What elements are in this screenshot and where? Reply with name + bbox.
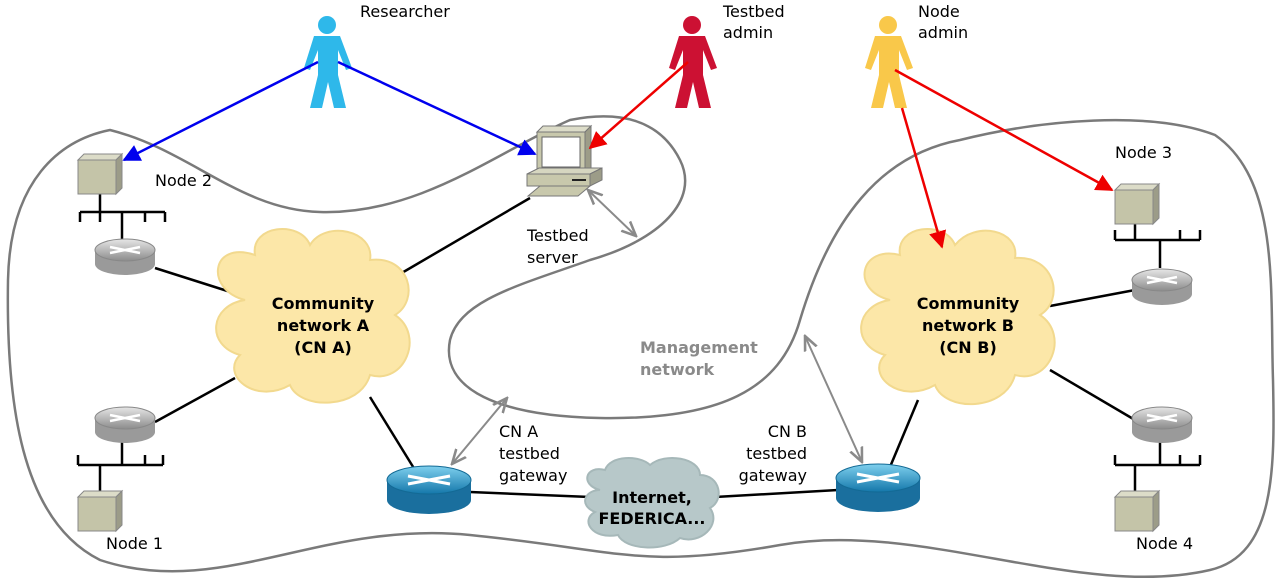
node-admin-label-line1: Node: [918, 2, 960, 21]
node-admin-person: [865, 16, 913, 108]
gateway-b-label-line2: testbed: [746, 444, 807, 463]
router-node2: [94, 238, 156, 275]
testbed-admin-label-line1: Testbed: [722, 2, 785, 21]
cn-b-label-line2: network B: [922, 316, 1014, 335]
router-node4: [1131, 406, 1193, 443]
cn-a-label-line3: (CN A): [294, 338, 352, 357]
gateway-router-b: [835, 463, 921, 512]
node1-box: [76, 489, 124, 533]
node-admin-label-line2: admin: [918, 23, 968, 42]
internet-label-line1: Internet,: [612, 488, 692, 507]
cloud-internet: Internet, FEDERICA...: [584, 457, 720, 549]
cn-b-label-line1: Community: [917, 294, 1020, 313]
node3-label: Node 3: [1115, 143, 1172, 162]
management-arrows: [452, 190, 862, 464]
cloud-cn-b: Community network B (CN B): [860, 228, 1056, 405]
gateway-router-a: [386, 465, 472, 514]
researcher-label: Researcher: [360, 2, 450, 21]
node3-box: [1113, 182, 1161, 226]
management-network-label-line2: network: [640, 360, 715, 379]
cloud-cn-a: Community network A (CN A): [215, 228, 411, 404]
testbed-server-label-line1: Testbed: [526, 226, 589, 245]
researcher-arrows: [122, 60, 537, 162]
node4-box: [1113, 489, 1161, 533]
gateway-a-label-line3: gateway: [499, 466, 567, 485]
node2-box: [76, 152, 124, 196]
researcher-person: [304, 16, 352, 108]
gateway-b-label-line1: CN B: [768, 422, 807, 441]
management-network-label-line1: Management: [640, 338, 758, 357]
node1-label: Node 1: [106, 534, 163, 553]
gateway-b-label-line3: gateway: [739, 466, 807, 485]
gateway-a-label-line2: testbed: [499, 444, 560, 463]
cn-a-label-line2: network A: [277, 316, 370, 335]
testbed-outline: [6, 115, 1275, 578]
cn-a-label-line1: Community: [272, 294, 375, 313]
router-node1: [94, 406, 156, 443]
node2-label: Node 2: [155, 171, 212, 190]
network-links: [76, 192, 1202, 499]
cn-b-label-line3: (CN B): [939, 338, 997, 357]
testbed-server-label-line2: server: [527, 248, 578, 267]
router-node3: [1131, 268, 1193, 305]
testbed-admin-person: [669, 16, 717, 108]
admin-arrows: [588, 61, 1114, 249]
gateway-a-label-line1: CN A: [499, 422, 538, 441]
testbed-server-computer: [526, 124, 603, 197]
internet-label-line2: FEDERICA...: [599, 509, 706, 528]
node4-label: Node 4: [1136, 534, 1193, 553]
testbed-admin-label-line2: admin: [723, 23, 773, 42]
